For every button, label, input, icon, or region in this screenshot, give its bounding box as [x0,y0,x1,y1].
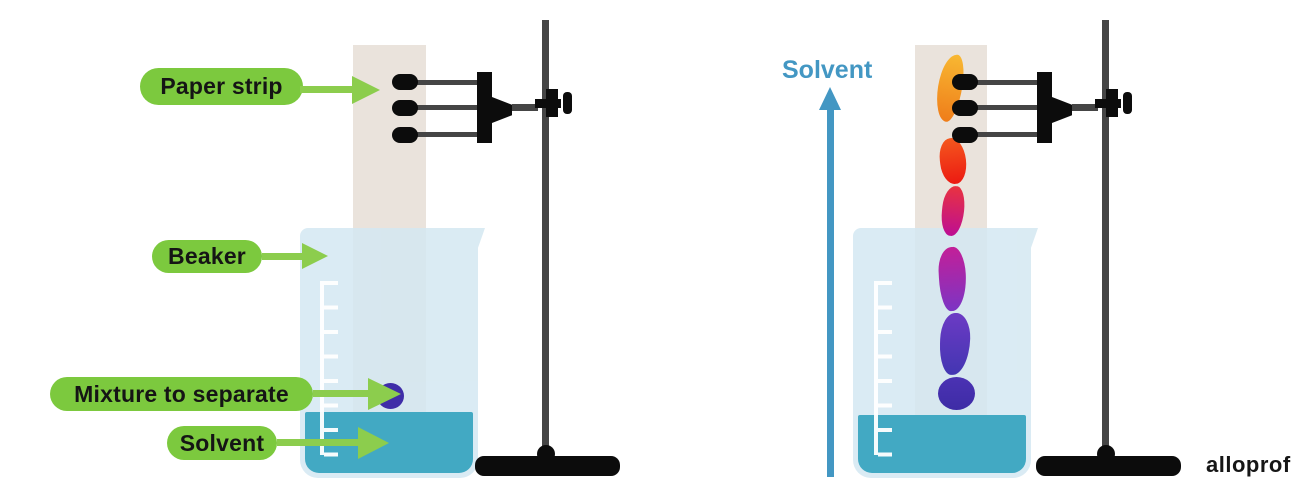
clamp-arm-rod [1072,103,1098,111]
graduation-ticks [324,281,338,457]
clamp-boss [1052,97,1072,123]
clamp-bar [477,72,492,143]
arrow-beaker [262,253,302,260]
pigment-spot-blue [938,377,975,410]
arrowhead-paper-strip [352,76,380,104]
arrow-solvent [277,439,358,446]
clamp-knob [563,92,572,114]
graduation-ticks [878,281,892,457]
arrowhead-beaker [302,243,328,269]
clamp-holder-cross [546,89,558,117]
clamp-bar [1037,72,1052,143]
label-paper-strip: Paper strip [140,68,303,105]
arrow-paper-strip [300,86,352,93]
label-mixture: Mixture to separate [50,377,313,411]
clamp-boss [492,97,512,123]
label-mixture-text: Mixture to separate [74,380,289,407]
clamp-prong-tip [952,99,978,116]
clamp-prong-rod [972,79,1037,85]
stand-rod [1102,20,1109,460]
clamp-prong-tip [392,126,418,143]
clamp-prong-tip [952,126,978,143]
stand-rod [542,20,549,460]
stand-base [1036,456,1181,476]
clamp [952,72,1137,147]
clamp-prong-rod [412,132,477,137]
clamp-prong-tip [392,99,418,116]
arrowhead-solvent [358,427,389,459]
solvent-up-arrow [827,108,834,477]
arrowhead-mixture [368,378,401,410]
clamp-prong-rod [412,105,477,110]
label-beaker-text: Beaker [168,243,246,269]
clamp-prong-tip [392,74,418,90]
alloprof-logo: alloprof [1206,452,1291,477]
arrow-mixture [313,390,368,397]
solvent-up-arrowhead [819,87,841,110]
clamp-prong-rod [972,132,1037,137]
clamp-knob [1123,92,1132,114]
clamp-holder-cross [1106,89,1118,117]
clamp [392,72,577,147]
beaker-spout [1022,228,1038,262]
label-beaker: Beaker [152,240,262,273]
graduation-line [320,281,324,455]
clamp-prong-rod [412,79,477,85]
stand-base [475,456,620,476]
beaker-spout [469,228,485,262]
clamp-prong-rod [972,105,1037,110]
clamp-arm-rod [512,103,538,111]
clamp-prong-tip [952,74,978,90]
label-solvent-rising: Solvent [782,56,873,84]
label-solvent-text: Solvent [179,429,265,456]
graduation-line [874,281,878,455]
label-solvent: Solvent [167,426,277,460]
label-paper-strip-text: Paper strip [160,73,283,99]
